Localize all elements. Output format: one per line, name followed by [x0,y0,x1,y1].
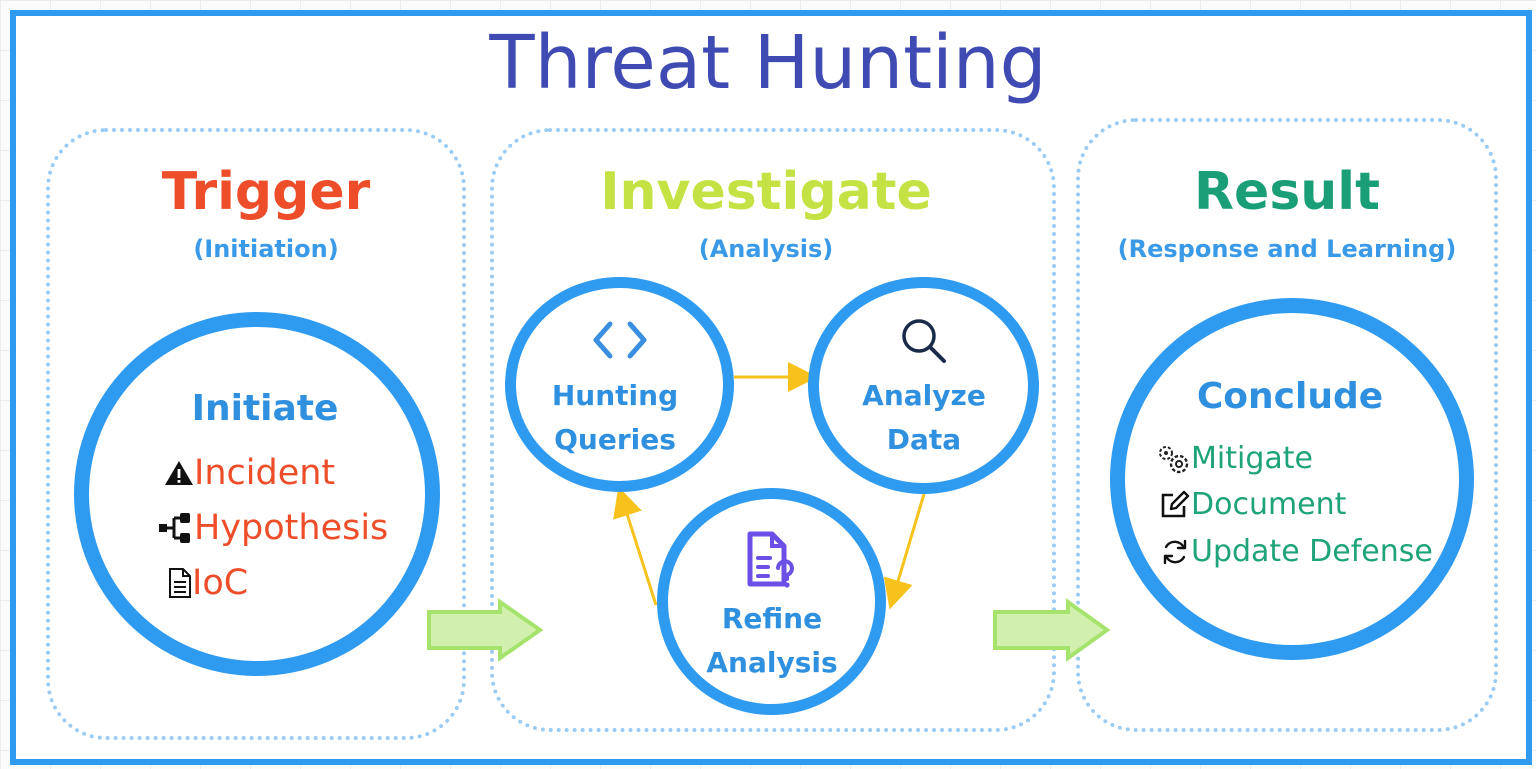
result-item-mitigate: Mitigate [1155,441,1313,476]
magnifier-icon [902,319,946,363]
conclude-circle [1110,298,1474,660]
result-subtitle: (Response and Learning) [1117,235,1457,263]
warning-icon [165,461,193,485]
diagram-title: Threat Hunting [489,20,1047,106]
hypothesis-label: Hypothesis [194,508,389,548]
result-title: Result [1194,162,1380,222]
analyze-data-label: Analyze Data [808,374,1040,462]
gears-icon [1159,445,1189,473]
trigger-title: Trigger [161,162,371,222]
result-panel [1076,118,1498,732]
analyze-data-circle [808,277,1039,494]
hunting-queries-label: Hunting Queries [505,374,725,462]
document-label: Document [1191,487,1347,522]
ioc-label: IoC [192,563,249,603]
stage-arrow-trigger-to-investigate [427,598,544,662]
edit-icon [1161,490,1190,517]
trigger-panel [46,128,466,740]
result-item-update-defense: Update Defense [1159,534,1433,569]
arrow-analyze-to-refine [883,493,926,610]
hierarchy-icon [159,513,190,543]
document-icon [169,568,191,598]
hunting-queries-line2: Queries [554,423,676,456]
investigate-title: Investigate [600,162,932,222]
hunting-queries-line1: Hunting [551,379,679,412]
refine-analysis-line2: Analysis [706,646,838,679]
stage-arrow-investigate-to-result [993,598,1111,662]
initiate-title: Initiate [191,388,339,429]
refine-analysis-circle [657,488,886,715]
investigate-panel [490,128,1056,732]
incident-label: Incident [194,453,336,493]
initiate-circle [74,312,440,676]
analyze-data-line2: Data [886,423,962,456]
trigger-item-ioc: IoC [168,563,248,603]
trigger-subtitle: (Initiation) [193,235,339,263]
conclude-title: Conclude [1196,376,1384,417]
refine-analysis-line1: Refine [721,602,823,635]
refresh-icon [1163,539,1187,564]
file-question-icon [747,531,794,588]
trigger-item-hypothesis: Hypothesis [158,508,388,548]
refine-analysis-label: Refine Analysis [657,597,887,685]
update-defense-label: Update Defense [1191,534,1433,569]
arrow-refine-to-queries [613,486,658,606]
hunting-queries-circle [505,277,734,492]
result-item-document: Document [1159,487,1346,522]
mitigate-label: Mitigate [1191,441,1313,476]
investigate-subtitle: (Analysis) [698,235,834,263]
code-icon [593,321,647,359]
trigger-item-incident: Incident [164,453,335,493]
analyze-data-line1: Analyze [862,379,986,412]
